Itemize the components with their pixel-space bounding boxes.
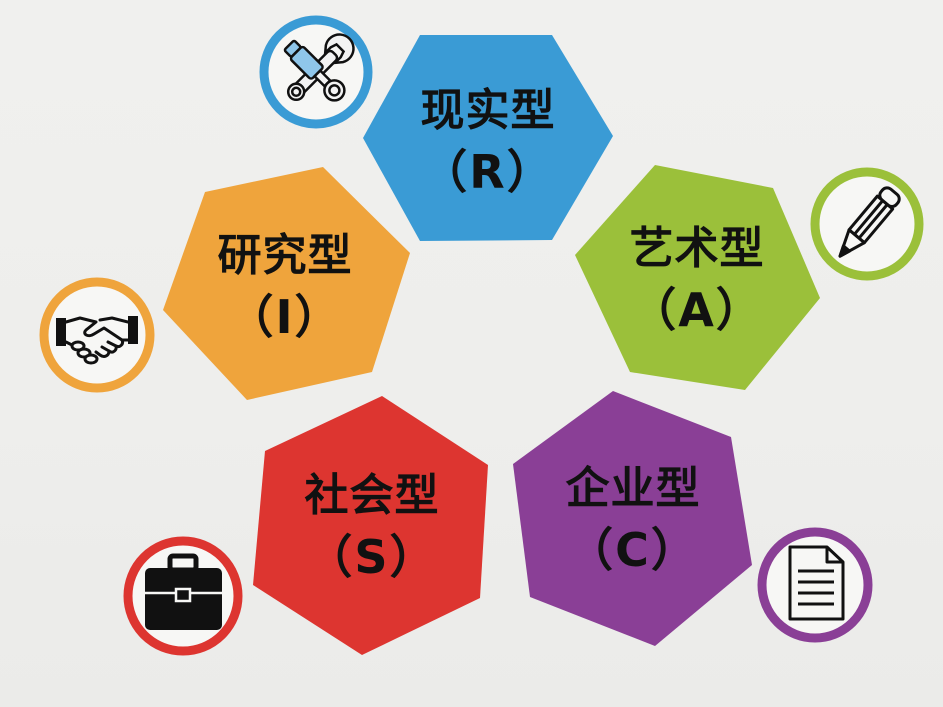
type-code: （R） — [421, 145, 555, 199]
hexagon-realistic — [363, 35, 613, 241]
document-icon — [757, 527, 873, 643]
type-code: （I） — [227, 290, 343, 344]
type-name: 现实型 — [420, 85, 556, 136]
pencil-icon — [810, 167, 924, 281]
type-name: 社会型 — [304, 470, 440, 521]
type-name: 企业型 — [565, 463, 701, 514]
type-name: 研究型 — [217, 230, 353, 281]
type-name: 艺术型 — [629, 223, 765, 274]
type-label-investigative: 研究型 （I） — [217, 230, 353, 344]
wrench-screwdriver-icon — [259, 15, 373, 129]
handshake-icon — [39, 277, 155, 393]
type-code: （C） — [567, 523, 699, 577]
hexagon-social — [253, 396, 488, 655]
type-label-conventional: 企业型 （C） — [565, 463, 701, 577]
type-label-social: 社会型 （S） — [304, 470, 440, 584]
briefcase-icon — [123, 536, 243, 656]
hexagon-artistic — [575, 165, 820, 390]
hexagon-conventional — [513, 391, 752, 646]
type-code: （S） — [306, 530, 438, 584]
type-label-realistic: 现实型 （R） — [420, 85, 556, 199]
type-label-artistic: 艺术型 （A） — [629, 223, 765, 337]
type-code: （A） — [630, 283, 764, 337]
hexagon-investigative — [163, 167, 410, 400]
